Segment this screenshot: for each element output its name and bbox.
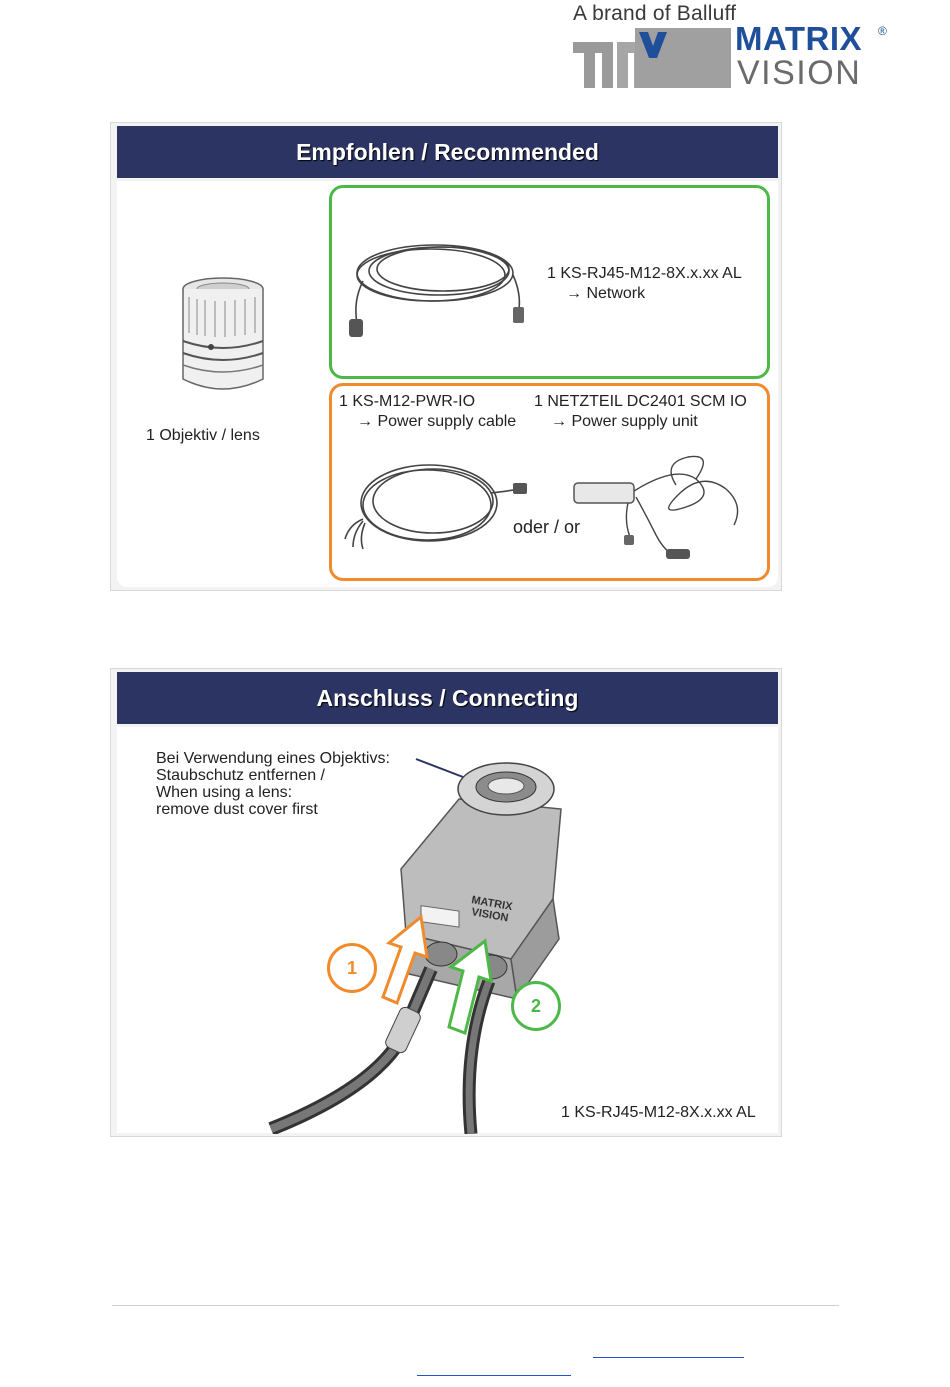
power-unit-label: 1 NETZTEIL DC2401 SCM IO xyxy=(534,393,747,410)
registered-mark: ® xyxy=(878,24,887,38)
power-unit-target: → Power supply unit xyxy=(551,413,698,430)
dust-cover-note-3: When using a lens: xyxy=(156,784,293,801)
camera-illustration: MATRIX VISION xyxy=(268,758,562,1134)
power-cable-icon xyxy=(344,464,527,550)
footer-divider xyxy=(112,1305,839,1306)
network-cable-label: 1 KS-RJ45-M12-8X.x.xx AL xyxy=(547,265,742,282)
logo-word-matrix: MATRIX xyxy=(735,20,863,57)
dust-cover-note-2: Staubschutz entfernen / xyxy=(156,767,325,784)
recommended-title: Empfohlen / Recommended xyxy=(117,126,778,178)
connecting-panel: Anschluss / Connecting Bei Verwendung ei… xyxy=(110,668,782,1137)
network-cable-target: → Network xyxy=(566,285,646,302)
step-2-number: 2 xyxy=(530,996,541,1016)
dust-cover-note-4: remove dust cover first xyxy=(156,801,318,818)
footer-link-2[interactable] xyxy=(417,1359,571,1376)
lens-icon xyxy=(182,277,264,390)
network-cable-box xyxy=(329,185,770,379)
logo-word-vision: VISION xyxy=(737,54,862,92)
connecting-title: Anschluss / Connecting xyxy=(117,672,778,724)
power-unit-icon xyxy=(573,455,739,559)
network-cable-icon xyxy=(349,244,524,337)
power-cable-target: → Power supply cable xyxy=(357,413,517,430)
step-1-number: 1 xyxy=(346,958,357,978)
recommended-panel: Empfohlen / Recommended 1 Objektiv / len… xyxy=(110,122,782,591)
connecting-cable-label: 1 KS-RJ45-M12-8X.x.xx AL xyxy=(561,1104,756,1121)
footer-link-1[interactable] xyxy=(593,1341,744,1358)
power-cable-label: 1 KS-M12-PWR-IO xyxy=(339,393,476,410)
brand-tagline: A brand of Balluff xyxy=(573,2,737,25)
matrix-vision-logo-icon xyxy=(573,28,731,88)
dust-cover-note-1: Bei Verwendung eines Objektivs: xyxy=(156,750,390,767)
step-2-circle: 2 xyxy=(511,981,561,1031)
step-1-circle: 1 xyxy=(327,943,377,993)
or-label: oder / or xyxy=(513,517,581,537)
lens-label: 1 Objektiv / lens xyxy=(146,427,260,444)
